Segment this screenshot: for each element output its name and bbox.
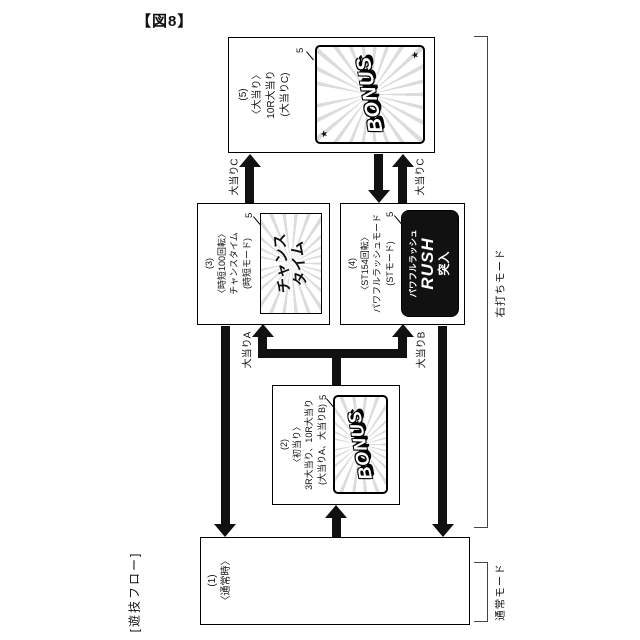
box-line: (3) [204,258,214,269]
box-line: 3R大当り、10R大当り [304,399,314,490]
box-5-big-win: (5) 〈大当り〉 10R大当り (大当りC) ★ BONUS ★ 5 [228,37,435,153]
arrow-5-to-4-head [368,190,390,203]
box-4-st-powerful-rush: (4) 〈ST154回転〉 パワフルラッシュモード (STモード) パワフルラッ… [340,203,465,325]
bonus-banner-screen: BONUS [333,395,388,494]
box-2-text: (2) 〈初当り〉 3R大当り、10R大当り (大当りA、大当りB) [273,386,328,503]
box-line: (1) [207,574,218,587]
bonus-logo-text: BONUS [351,54,388,135]
box-4-text: (4) 〈ST154回転〉 パワフルラッシュモード (STモード) [341,204,396,323]
arrow-2-to-4-head [392,324,414,337]
right-hit-mode-bracket-tick-top [474,36,487,37]
arrow-3-to-1-head [214,524,236,537]
box-line: パワフルラッシュモード [372,214,382,314]
bonus-logo-text: BONUS [344,408,376,481]
box-line: (STモード) [384,241,395,286]
box-line: (大当りC) [280,72,291,117]
normal-mode-bracket-tick-bottom [474,621,487,622]
box-line: チャンスタイム [229,232,239,295]
screen-ref-numeral: 5 [295,47,306,53]
bonus-banner-screen: ★ BONUS ★ [315,45,425,144]
arrow-4-to-5-shaft [398,166,407,203]
star-icon: ★ [410,51,420,60]
ref-leader-line [306,51,314,61]
arrow-2-to-3-shaft [258,336,267,351]
arrow-3-to-1-shaft [221,326,230,525]
chance-time-banner-screen: チャンス タイム [260,213,322,314]
label-right-hit-mode: 右打ちモード [494,248,507,318]
box-1-content: (1) 〈通常時〉 [201,538,468,623]
arrow-3-to-5-shaft [245,166,254,203]
box-2-first-hit: (2) 〈初当り〉 3R大当り、10R大当り (大当りA、大当りB) BONUS… [272,385,400,505]
rush-banner-screen: パワフルラッシュ RUSH 突入 [401,210,459,317]
arrow-1-to-2-head [325,505,347,518]
flow-title: [遊技フロー] [127,551,142,633]
rush-banner-line2: RUSH [418,237,437,290]
rush-banner-line3: 突入 [437,251,451,276]
arrow-2-to-4-shaft [398,336,407,351]
normal-mode-bracket [487,562,488,622]
box-line: 〈ST154回転〉 [359,232,370,295]
box-line: (時短モード) [241,238,252,289]
box-1-normal-state: (1) 〈通常時〉 [200,537,470,625]
box-3-text: (3) 〈時短100回転〉 チャンスタイム (時短モード) [198,204,253,323]
arrow-3-to-5-head [239,154,261,167]
box-line: (5) [238,88,249,101]
box-5-content: (5) 〈大当り〉 10R大当り (大当りC) ★ BONUS ★ 5 [229,38,433,151]
arrow-2-branch-center-shaft [332,349,341,385]
arrow-5-to-4-shaft [374,154,383,191]
arrow-2-to-3-head [252,324,274,337]
box-4-content: (4) 〈ST154回転〉 パワフルラッシュモード (STモード) パワフルラッ… [341,204,463,323]
arrow-2-branch-crossbar [258,349,407,358]
box-line: 〈初当り〉 [291,422,302,468]
box-1-text: (1) 〈通常時〉 [201,538,234,623]
box-3-jitan-chance-time: (3) 〈時短100回転〉 チャンスタイム (時短モード) チャンス タイム 5 [197,203,330,325]
box-line: (大当りA、大当りB) [316,404,327,486]
chance-banner-line2: タイム [289,240,310,287]
label-oatari-c-right: 大当りC [415,158,427,196]
box-2-content: (2) 〈初当り〉 3R大当り、10R大当り (大当りA、大当りB) BONUS… [273,386,398,503]
box-line: 〈大当り〉 [252,69,263,120]
arrow-1-to-2-shaft [332,516,341,537]
label-oatari-b: 大当りB [416,331,428,369]
box-line: 〈通常時〉 [221,555,232,606]
box-line: (4) [347,258,357,269]
star-icon: ★ [319,129,329,138]
label-normal-mode: 通常モード [494,563,507,621]
box-line: 10R大当り [266,70,277,119]
box-5-text: (5) 〈大当り〉 10R大当り (大当りC) [229,38,293,151]
arrow-4-to-5-head [392,154,414,167]
arrow-4-to-1-head [432,524,454,537]
label-oatari-c-left: 大当りC [229,158,241,196]
arrow-4-to-1-shaft [438,326,447,525]
right-hit-mode-bracket-tick-bottom [474,527,487,528]
box-line: (2) [279,439,289,450]
figure-number: 【図8】 [136,13,194,30]
box-line: 〈時短100回転〉 [216,228,227,299]
right-hit-mode-bracket [487,36,488,528]
normal-mode-bracket-tick-top [474,562,487,563]
box-3-content: (3) 〈時短100回転〉 チャンスタイム (時短モード) チャンス タイム 5 [198,204,328,323]
label-oatari-a: 大当りA [242,331,254,369]
